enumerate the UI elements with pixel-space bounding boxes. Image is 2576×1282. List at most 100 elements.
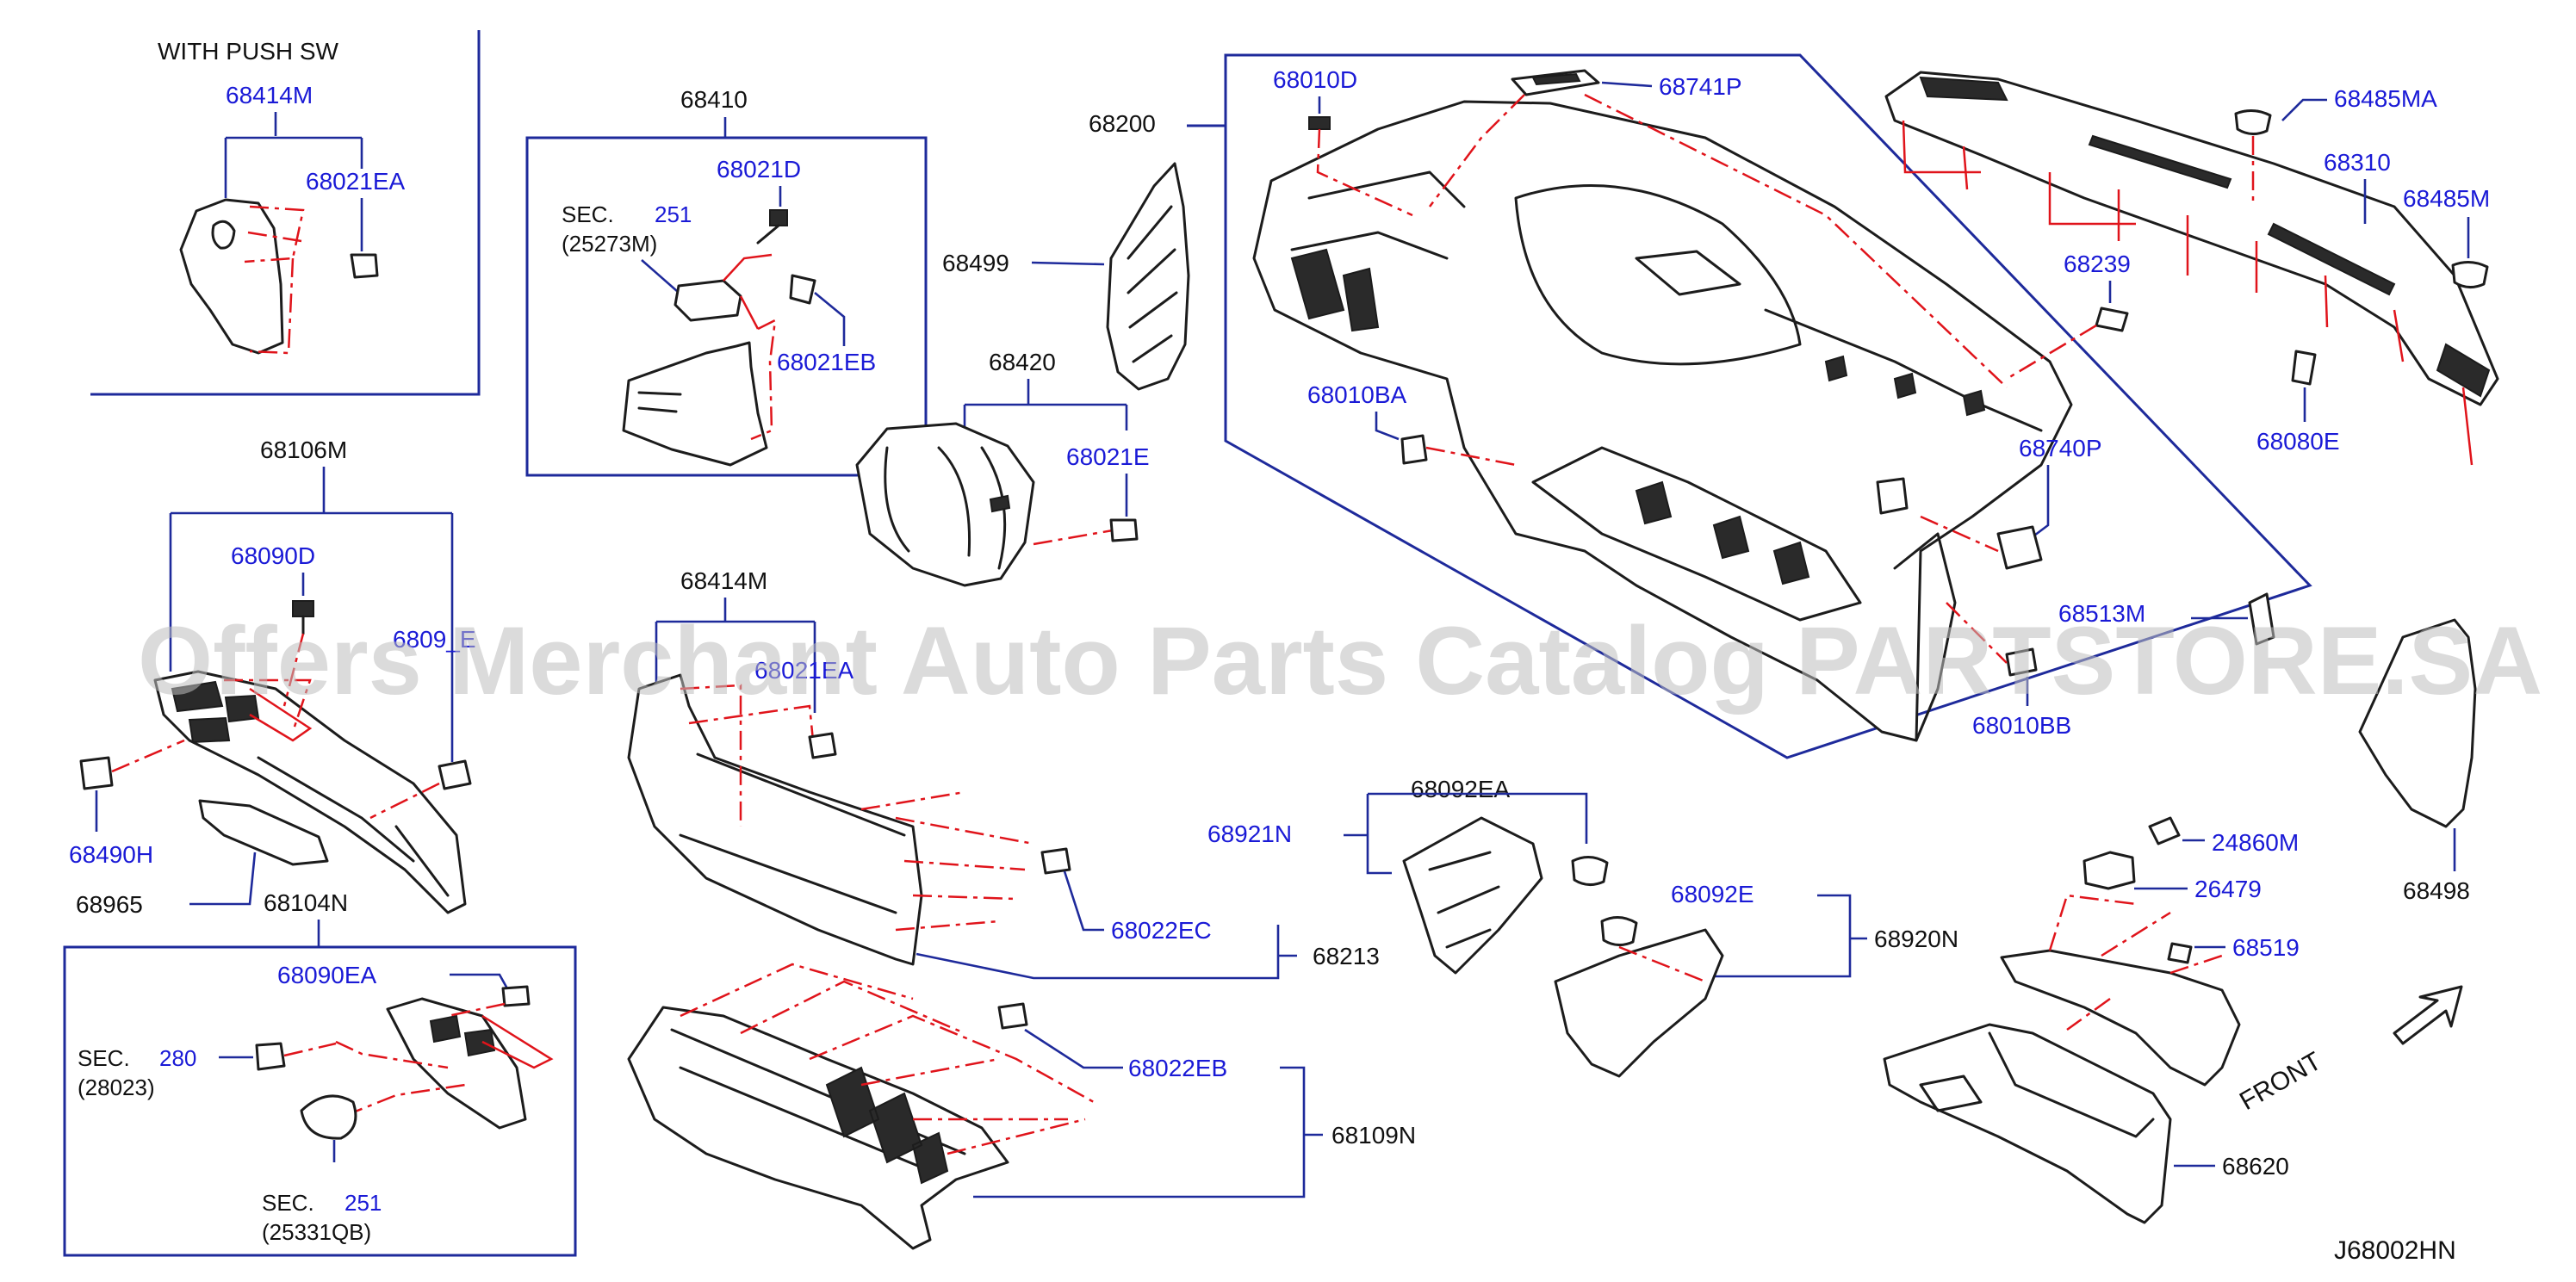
switch-68490H[interactable] (79, 756, 114, 790)
clip-68021EA-b[interactable] (808, 732, 837, 759)
label-68420[interactable]: 68420 (989, 349, 1056, 375)
label-68490H[interactable]: 68490H (69, 841, 153, 868)
label-68109N[interactable]: 68109N (1331, 1122, 1416, 1149)
label-68080E[interactable]: 68080E (2256, 428, 2340, 455)
label-68498[interactable]: 68498 (2403, 877, 2470, 904)
screw-68010D[interactable] (1308, 116, 1331, 130)
sec-number-2[interactable]: 280 (159, 1045, 196, 1071)
bracket-68513M[interactable] (2248, 592, 2275, 646)
meter-hood-68420[interactable] (855, 422, 1035, 587)
label-68414M-a[interactable]: 68414M (226, 82, 313, 108)
clip-68021EA-a[interactable] (350, 253, 379, 279)
clip-68519[interactable] (2167, 942, 2193, 964)
label-68239[interactable]: 68239 (2064, 251, 2131, 277)
label-68022EC[interactable]: 68022EC (1111, 917, 1212, 944)
group-68420: 68420 68021E (855, 349, 1150, 587)
leader-68022EB (1024, 1028, 1123, 1069)
sec-ref-3: (25331QB) (262, 1219, 371, 1245)
label-68620[interactable]: 68620 (2222, 1153, 2289, 1180)
leader-68499 (1031, 261, 1105, 266)
label-68092E[interactable]: 68092E (1671, 881, 1754, 907)
label-68740P[interactable]: 68740P (2019, 435, 2102, 461)
clip-68080E[interactable] (2291, 350, 2317, 386)
label-68485M[interactable]: 68485M (2403, 185, 2490, 212)
connector-28023[interactable] (255, 1042, 286, 1071)
side-cover-68498[interactable] (2358, 618, 2477, 828)
label-68010BA[interactable]: 68010BA (1307, 381, 1407, 408)
label-6809xE[interactable]: 6809_E (393, 626, 476, 653)
lower-cover-68109N[interactable] (627, 1006, 1009, 1250)
clip-68010BA[interactable] (1400, 434, 1428, 465)
group-with-push-sw: WITH PUSH SW 68414M 68021EA (90, 30, 481, 396)
label-68090EA[interactable]: 68090EA (277, 962, 377, 988)
glove-box-housing[interactable] (2000, 949, 2241, 1087)
label-68310[interactable]: 68310 (2324, 149, 2391, 176)
side-panel-68921N[interactable] (1402, 816, 1543, 975)
bracket-68239[interactable] (2095, 307, 2129, 332)
side-panel-68920N[interactable] (1554, 928, 1724, 1078)
lower-finisher-68106M[interactable] (153, 670, 467, 914)
label-68410[interactable]: 68410 (680, 86, 748, 113)
label-68010D[interactable]: 68010D (1273, 66, 1357, 93)
clip-68021EB[interactable] (789, 274, 816, 305)
lid-red-dash (860, 790, 1034, 932)
label-68741P[interactable]: 68741P (1659, 73, 1742, 100)
lamp-24860M[interactable] (2148, 816, 2181, 845)
label-68106M[interactable]: 68106M (260, 437, 347, 463)
side-cover-68499[interactable] (1106, 162, 1190, 391)
switch-25273M[interactable] (673, 279, 742, 322)
label-68021E[interactable]: 68021E (1066, 443, 1150, 470)
label-68092EA[interactable]: 68092EA (1411, 776, 1511, 802)
sec-label-1: SEC. (562, 201, 614, 227)
label-68021EA-a[interactable]: 68021EA (306, 168, 406, 195)
clip-68092E[interactable] (1600, 916, 1638, 946)
clip-68485MA[interactable] (2234, 109, 2272, 135)
label-68021EB[interactable]: 68021EB (777, 349, 876, 375)
label-68090D[interactable]: 68090D (231, 542, 315, 569)
label-68414M-b[interactable]: 68414M (680, 567, 767, 594)
label-68513M[interactable]: 68513M (2058, 600, 2145, 627)
finisher-68410[interactable] (622, 341, 768, 467)
button-25331QB[interactable] (300, 1094, 357, 1140)
screw-68021D[interactable] (769, 209, 788, 226)
group-68620: 24860M 26479 68519 68620 (1883, 816, 2300, 1224)
lid-mount-lines (680, 684, 815, 827)
clip-68022EC[interactable] (1040, 847, 1071, 875)
diagram-code: J68002HN (2334, 1236, 2456, 1265)
label-68200[interactable]: 68200 (1089, 110, 1156, 137)
label-68021D[interactable]: 68021D (717, 156, 801, 183)
screw-shaft (756, 224, 780, 245)
label-68519[interactable]: 68519 (2232, 934, 2300, 961)
label-68485MA[interactable]: 68485MA (2334, 85, 2437, 112)
clip-68022EB[interactable] (997, 1002, 1028, 1030)
screw-68090D[interactable] (292, 600, 314, 617)
label-68965[interactable]: 68965 (76, 891, 143, 918)
glove-box-lid-68213[interactable] (627, 673, 923, 966)
label-68213[interactable]: 68213 (1313, 943, 1380, 969)
sensor-68740P[interactable] (1996, 525, 2043, 570)
clip-68485M[interactable] (2451, 261, 2489, 288)
label-68921N[interactable]: 68921N (1207, 821, 1292, 847)
clip-6809xE[interactable] (438, 759, 472, 790)
switch-26479[interactable] (2083, 851, 2136, 890)
clip-68090EA[interactable] (501, 985, 531, 1007)
clip-68092EA[interactable] (1571, 856, 1609, 886)
finisher-slots (637, 391, 682, 413)
clip-68010BB[interactable] (2005, 647, 2038, 677)
push-sw-bezel[interactable] (179, 198, 284, 355)
sec-number-3[interactable]: 251 (345, 1190, 382, 1216)
label-68104N[interactable]: 68104N (264, 889, 348, 916)
label-68920N[interactable]: 68920N (1874, 926, 1958, 952)
label-68010BB[interactable]: 68010BB (1972, 712, 2071, 739)
label-68499[interactable]: 68499 (942, 250, 1009, 276)
sec-number-1[interactable]: 251 (655, 201, 692, 227)
label-68021EA-b[interactable]: 68021EA (754, 657, 854, 684)
label-24860M[interactable]: 24860M (2212, 829, 2299, 856)
bracket-68965[interactable] (198, 799, 329, 866)
finisher-switch-cluster (171, 680, 260, 744)
glove-box-68620[interactable] (1883, 1023, 2172, 1224)
label-68022EB[interactable]: 68022EB (1128, 1055, 1227, 1081)
clip-68021E[interactable] (1109, 518, 1139, 542)
label-26479[interactable]: 26479 (2194, 876, 2262, 902)
leader-68213 (916, 925, 1280, 980)
